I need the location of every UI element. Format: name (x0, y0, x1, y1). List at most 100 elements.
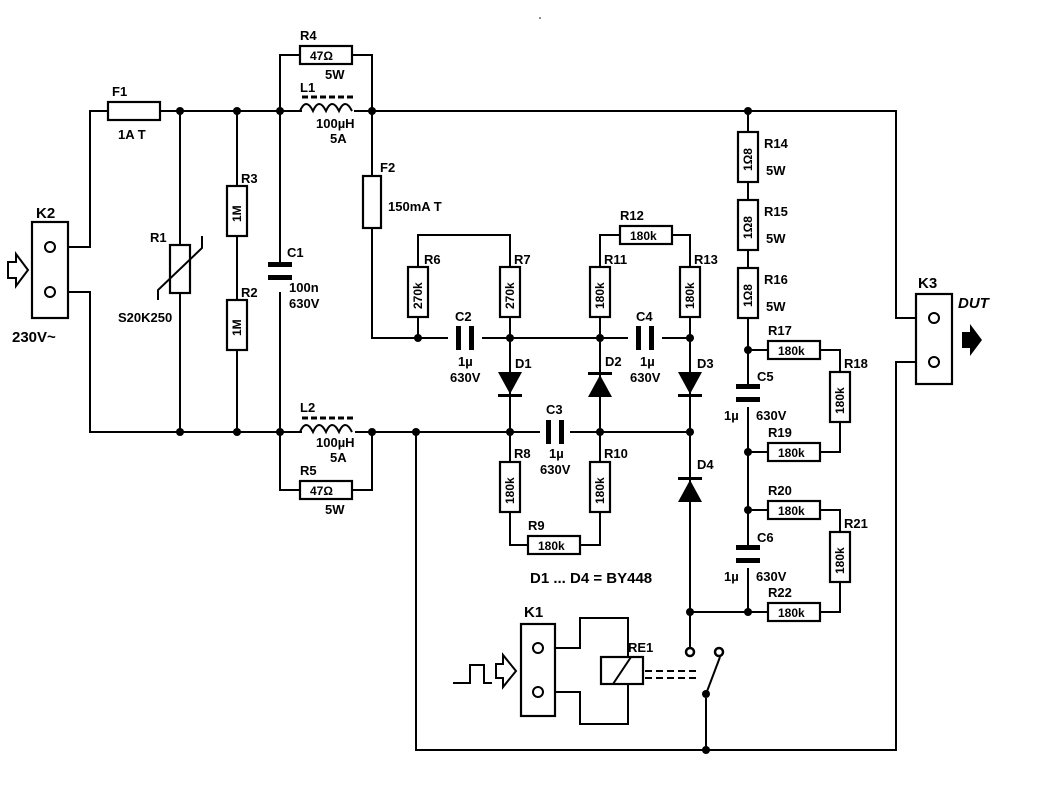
c2-label: C2 (455, 309, 472, 324)
r13-label: R13 (694, 252, 718, 267)
diode-d4: D4 (678, 457, 714, 502)
r11-value: 180k (593, 282, 607, 309)
r15-label: R15 (764, 204, 788, 219)
capacitor-c2: C2 1µ 630V (450, 309, 481, 385)
r9-label: R9 (528, 518, 545, 533)
r5-power: 5W (325, 502, 345, 517)
c2-value: 1µ (458, 354, 473, 369)
r4-power: 5W (325, 67, 345, 82)
capacitor-c4: C4 1µ 630V (630, 309, 661, 385)
r16-power: 5W (766, 299, 786, 314)
d1-label: D1 (515, 356, 532, 371)
c3-label: C3 (546, 402, 563, 417)
d2-label: D2 (605, 354, 622, 369)
r2-value: 1M (230, 319, 244, 336)
r7-value: 270k (503, 282, 517, 309)
l1-label: L1 (300, 80, 315, 95)
r5-value: 47Ω (310, 484, 333, 498)
diode-type-note: D1 ... D4 = BY448 (530, 570, 652, 587)
resistor-r19: 180k R19 (766, 425, 822, 463)
r21-value: 180k (833, 547, 847, 574)
r22-value: 180k (778, 606, 805, 620)
f1-value: 1A T (118, 127, 146, 142)
r20-label: R20 (768, 483, 792, 498)
resistor-r16: 1Ω8 R16 5W (736, 266, 788, 320)
resistor-r12: 180k R12 (618, 208, 674, 246)
fuse-f2: F2 150mA T (361, 160, 442, 230)
junction-dots (176, 107, 752, 754)
c3-value: 1µ (549, 446, 564, 461)
r12-label: R12 (620, 208, 644, 223)
pulse-signal-icon (453, 664, 492, 684)
l1-value: 100µH (316, 116, 355, 131)
l2-label: L2 (300, 400, 315, 415)
r18-label: R18 (844, 356, 868, 371)
input-arrow-icon (495, 652, 518, 690)
c5-voltage: 630V (756, 408, 787, 423)
r19-label: R19 (768, 425, 792, 440)
resistor-r7: 270k R7 (498, 252, 531, 319)
r3-value: 1M (230, 205, 244, 222)
r18-value: 180k (833, 387, 847, 414)
r9-value: 180k (538, 539, 565, 553)
c1-label: C1 (287, 245, 304, 260)
l2-value: 100µH (316, 435, 355, 450)
c4-voltage: 630V (630, 370, 661, 385)
r8-label: R8 (514, 446, 531, 461)
resistor-r20: 180k R20 (766, 483, 822, 521)
resistor-r4: 47Ω R4 5W (298, 28, 354, 82)
r4-value: 47Ω (310, 49, 333, 63)
resistor-r13: 180k R13 (678, 252, 718, 319)
r7-label: R7 (514, 252, 531, 267)
capacitor-c1: C1 100n 630V (268, 245, 320, 311)
c5-label: C5 (757, 369, 774, 384)
c5-value: 1µ (724, 408, 739, 423)
k3-label: K3 (918, 275, 937, 292)
r4-label: R4 (300, 28, 317, 43)
r3-label: R3 (241, 171, 258, 186)
fuse-f1: F1 1A T (106, 84, 162, 142)
r1-label: R1 (150, 230, 167, 245)
r8-value: 180k (503, 477, 517, 504)
r6-label: R6 (424, 252, 441, 267)
dut-label: DUT (958, 295, 991, 312)
d4-label: D4 (697, 457, 714, 472)
resistor-r2: 1M R2 (225, 285, 258, 352)
c3-voltage: 630V (540, 462, 571, 477)
resistor-r11: 180k R11 (588, 252, 627, 319)
r11-label: R11 (604, 252, 627, 267)
capacitor-c6: C6 1µ 630V (724, 530, 787, 584)
c4-label: C4 (636, 309, 653, 324)
r1-value: S20K250 (118, 310, 172, 325)
wiring (68, 54, 916, 751)
r16-value: 1Ω8 (741, 284, 755, 307)
r21-label: R21 (844, 516, 868, 531)
k1-label: K1 (524, 604, 543, 621)
resistor-r14: 1Ω8 R14 5W (736, 130, 789, 184)
r2-label: R2 (241, 285, 258, 300)
varistor-r1: R1 S20K250 (118, 230, 203, 325)
c6-label: C6 (757, 530, 774, 545)
r14-power: 5W (766, 163, 786, 178)
re1-label: RE1 (628, 640, 653, 655)
connector-k2: K2 230V~ (7, 205, 70, 346)
resistor-r5: 47Ω R5 5W (298, 463, 354, 517)
capacitor-c3: C3 1µ 630V (540, 402, 571, 477)
diode-d2: D2 (588, 354, 622, 397)
r20-value: 180k (778, 504, 805, 518)
output-arrow-icon (962, 324, 982, 356)
c6-voltage: 630V (756, 569, 787, 584)
c6-value: 1µ (724, 569, 739, 584)
speck (539, 17, 541, 19)
mains-voltage-label: 230V~ (12, 329, 56, 346)
r22-label: R22 (768, 585, 792, 600)
r15-value: 1Ω8 (741, 216, 755, 239)
r13-value: 180k (683, 282, 697, 309)
l1-current: 5A (330, 131, 347, 146)
f2-label: F2 (380, 160, 395, 175)
r19-value: 180k (778, 446, 805, 460)
diode-d3: D3 (678, 356, 714, 397)
r5-label: R5 (300, 463, 317, 478)
resistor-r10: 180k R10 (588, 446, 628, 514)
